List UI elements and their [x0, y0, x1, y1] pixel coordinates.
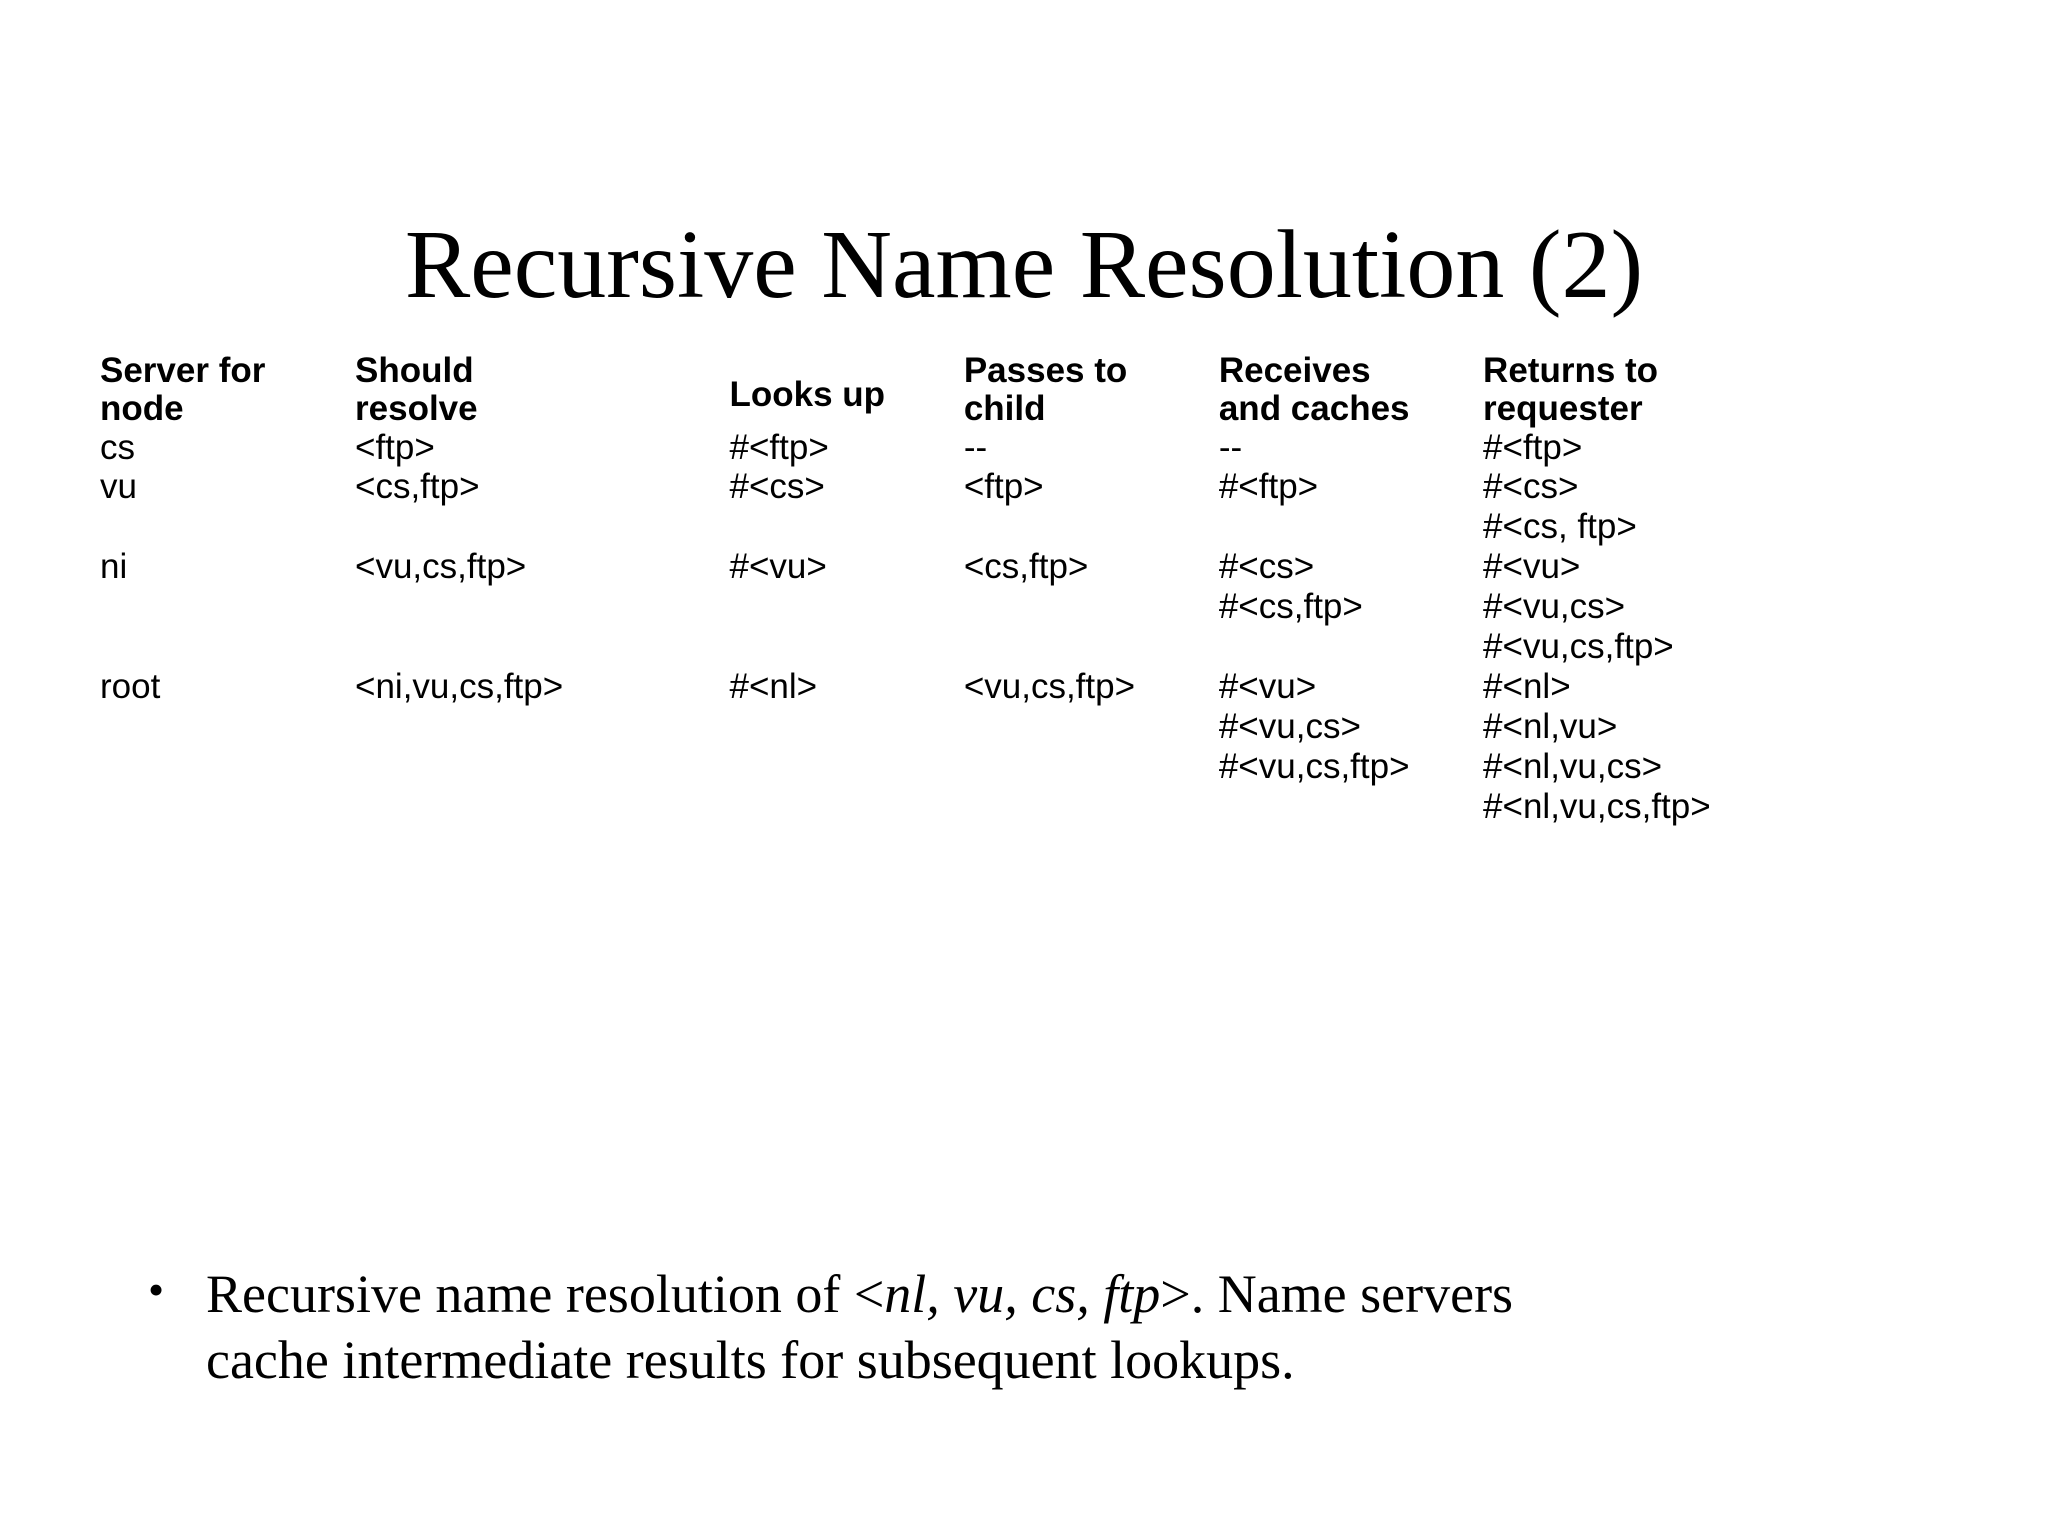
bullet-text-tail: >. Name servers cache intermediate resul… [206, 1264, 1514, 1390]
recursive-name-resolution-table: Server for node Should resolve Looks up … [100, 352, 2000, 827]
cell-should-resolve: <cs,ftp> [355, 467, 480, 507]
table-header-row: Server for node Should resolve Looks up … [100, 352, 2000, 428]
cell-should-resolve: <ni,vu,cs,ftp> [355, 666, 564, 706]
cell-should-resolve: <ftp> [355, 427, 435, 467]
cell-returns-to-requester: #<vu> #<vu,cs> #<vu,cs,ftp> [1483, 547, 1674, 667]
bullet-marker-icon: • [148, 1264, 165, 1315]
column-header-looks-up: Looks up [729, 374, 886, 414]
cell-passes-to-child: -- [963, 427, 988, 467]
column-header-returns-to-requester: Returns to requester [1483, 351, 1659, 428]
cell-receives-and-caches: #<vu> #<vu,cs> #<vu,cs,ftp> [1218, 666, 1410, 786]
cell-passes-to-child: <vu,cs,ftp> [963, 666, 1136, 706]
table-row: root <ni,vu,cs,ftp> #<nl> <vu,cs,ftp> #<… [100, 667, 2000, 827]
cell-server-for-node: cs [100, 427, 135, 467]
cell-returns-to-requester: #<ftp> [1483, 427, 1583, 467]
bullet-text-emphasis: nl, vu, cs, ftp [884, 1264, 1161, 1324]
bullet-item-text: Recursive name resolution of <nl, vu, cs… [206, 1262, 1648, 1394]
table-row: vu <cs,ftp> #<cs> <ftp> #<ftp> #<cs> #<c… [100, 467, 2000, 547]
cell-server-for-node: vu [100, 467, 137, 507]
cell-looks-up: #<vu> [729, 547, 827, 587]
column-header-passes-to-child: Passes to child [963, 351, 1128, 428]
cell-receives-and-caches: #<cs> #<cs,ftp> [1218, 547, 1363, 627]
cell-server-for-node: ni [100, 547, 128, 587]
bullet-text-lead: Recursive name resolution of < [206, 1264, 885, 1324]
table-header: Server for node Should resolve Looks up … [100, 352, 2000, 428]
cell-server-for-node: root [100, 666, 161, 706]
cell-returns-to-requester: #<cs> #<cs, ftp> [1483, 467, 1637, 547]
bullet-list: • Recursive name resolution of <nl, vu, … [148, 1262, 1648, 1394]
cell-receives-and-caches: -- [1218, 427, 1243, 467]
cell-looks-up: #<cs> [729, 467, 825, 507]
cell-returns-to-requester: #<nl> #<nl,vu> #<nl,vu,cs> #<nl,vu,cs,ft… [1483, 666, 1711, 826]
column-header-receives-and-caches: Receives and caches [1218, 351, 1410, 428]
cell-passes-to-child: <cs,ftp> [963, 547, 1089, 587]
table-row: ni <vu,cs,ftp> #<vu> <cs,ftp> #<cs> #<cs… [100, 547, 2000, 667]
list-item: • Recursive name resolution of <nl, vu, … [148, 1262, 1648, 1394]
cell-should-resolve: <vu,cs,ftp> [355, 547, 527, 587]
cell-looks-up: #<ftp> [729, 427, 829, 467]
column-header-should-resolve: Should resolve [355, 351, 478, 428]
table-body: cs <ftp> #<ftp> -- -- #<ftp> vu <cs,ftp>… [100, 428, 2000, 827]
cell-passes-to-child: <ftp> [963, 467, 1044, 507]
cell-receives-and-caches: #<ftp> [1218, 467, 1319, 507]
column-header-server-for-node: Server for node [100, 351, 266, 428]
cell-looks-up: #<nl> [729, 666, 818, 706]
table-row: cs <ftp> #<ftp> -- -- #<ftp> [100, 428, 2000, 468]
page-title: Recursive Name Resolution (2) [404, 210, 1644, 319]
